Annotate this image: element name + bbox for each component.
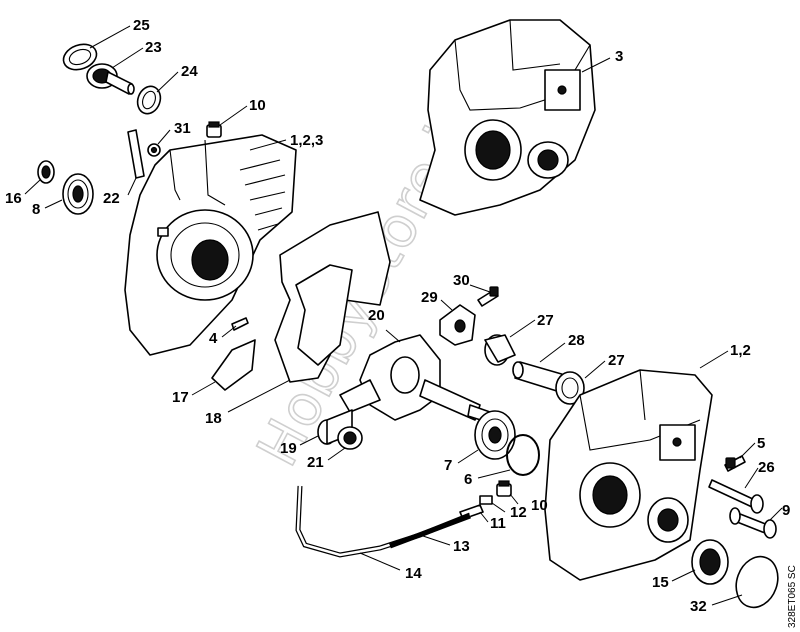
callout-9: 9: [782, 502, 790, 519]
callout-11: 11: [490, 515, 506, 532]
part-20-crankshaft: [339, 334, 491, 423]
callout-21: 21: [307, 454, 324, 471]
callout-8: 8: [32, 201, 40, 218]
callout-16: 16: [5, 190, 22, 207]
callout-28: 28: [568, 332, 585, 349]
part-21-needle-cage: [337, 426, 363, 450]
callout-13: 13: [453, 538, 470, 555]
part-25-washer: [62, 43, 98, 71]
part-9-bolt: [729, 507, 777, 539]
callout-1-2: 1,2: [730, 342, 751, 359]
part-15-seal: [691, 539, 729, 585]
callout-7: 7: [444, 457, 452, 474]
callout-19: 19: [280, 440, 297, 457]
crankcase-right: [544, 369, 713, 581]
part-10-plug-top: [206, 121, 222, 138]
callout-14: 14: [405, 565, 422, 582]
part-6-circlip: [506, 434, 540, 476]
callout-29: 29: [421, 289, 438, 306]
drawing-code: 328ET065 SC: [787, 565, 798, 628]
callout-4: 4: [209, 330, 218, 347]
part-5-screw: [724, 455, 746, 472]
callout-15: 15: [652, 574, 669, 591]
part-32-cap: [735, 555, 779, 609]
part-17-deflector: [211, 339, 256, 391]
callout-25: 25: [133, 17, 150, 34]
part-13-14-hose: [295, 485, 471, 558]
part-31-nut: [147, 143, 161, 157]
callout-10-top: 10: [249, 97, 266, 114]
part-27-bushing-a: [484, 334, 516, 366]
leader-lines: [24, 25, 783, 606]
part-27-bushing-b: [555, 371, 585, 405]
part-7-bearing: [474, 410, 516, 460]
part-30-screw: [477, 286, 499, 307]
part-23-shaft: [86, 63, 135, 95]
callout-27-a: 27: [537, 312, 554, 329]
crankcase-left: [124, 134, 297, 356]
callout-12: 12: [510, 504, 527, 521]
callout-24: 24: [181, 63, 198, 80]
callout-20: 20: [368, 307, 385, 324]
part-29-washer: [439, 304, 476, 346]
part-26-bolt: [708, 479, 764, 514]
part-24-ring: [136, 85, 162, 115]
callout-18: 18: [205, 410, 222, 427]
part-16-bushing: [37, 160, 55, 184]
callout-23: 23: [145, 39, 162, 56]
callout-17: 17: [172, 389, 189, 406]
part-8-bearing: [62, 173, 94, 215]
callout-3: 3: [615, 48, 623, 65]
callout-6: 6: [464, 471, 472, 488]
part-22-pin: [127, 129, 145, 179]
callout-1-2-3: 1,2,3: [290, 132, 323, 149]
part-10-plug-bottom: [496, 480, 512, 497]
callout-5: 5: [757, 435, 765, 452]
crankcase-3: [419, 19, 596, 216]
part-4-key: [231, 317, 249, 331]
callout-30: 30: [453, 272, 470, 289]
callout-22: 22: [103, 190, 120, 207]
callout-10-bottom: 10: [531, 497, 548, 514]
callout-27-b: 27: [608, 352, 625, 369]
callout-26: 26: [758, 459, 775, 476]
callout-31: 31: [174, 120, 191, 137]
callout-32: 32: [690, 598, 707, 615]
part-18-gasket: [274, 211, 391, 383]
part-12-nipple: [479, 495, 493, 505]
